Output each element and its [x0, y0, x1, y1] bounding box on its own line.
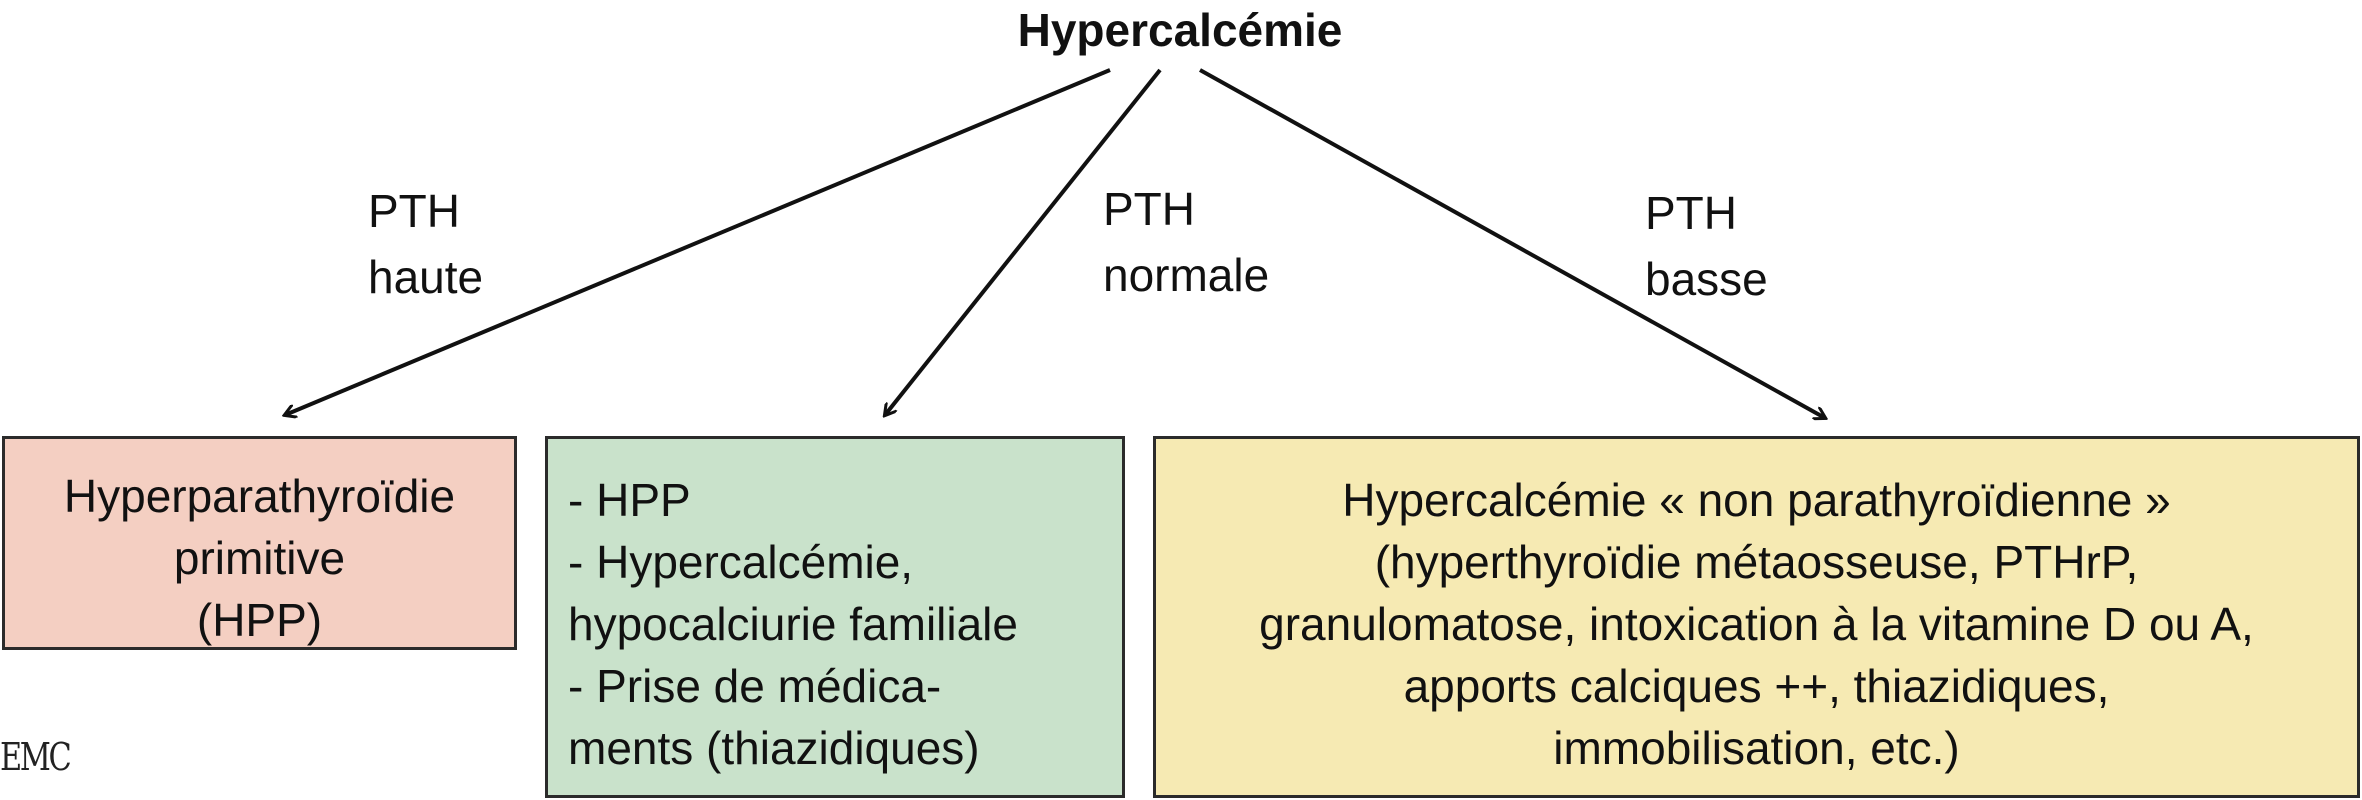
- label-pth-basse: PTH basse: [1645, 180, 1768, 312]
- label-pth-normale: PTH normale: [1103, 176, 1269, 308]
- box-mid-line-5: ments (thiazidiques): [568, 722, 980, 774]
- box-right-line-1: Hypercalcémie « non parathyroïdienne »: [1342, 474, 2171, 526]
- box-mid-line-2: - Hypercalcémie,: [568, 536, 914, 588]
- arrow-pth-haute: [285, 68, 1111, 415]
- label-pth-basse-line-1: PTH: [1645, 187, 1737, 239]
- label-pth-normale-line-1: PTH: [1103, 183, 1195, 235]
- label-pth-normale-line-2: normale: [1103, 249, 1270, 301]
- box-left-line-3: (HPP): [196, 594, 323, 646]
- box-mid-line-4: - Prise de médica-: [568, 660, 942, 712]
- box-right-line-5: immobilisation, etc.): [1553, 722, 1960, 774]
- root-node-title: Hypercalcémie: [1017, 4, 1343, 56]
- label-pth-haute-line-2: haute: [368, 251, 484, 303]
- box-left-text: Hyperparathyroïdie primitive (HPP): [64, 465, 455, 651]
- box-left-line-1: Hyperparathyroïdie: [63, 470, 456, 522]
- emc-logo: EMC: [0, 735, 72, 779]
- arrow-pth-normale: [885, 68, 1162, 415]
- box-right-text: Hypercalcémie « non parathyroïdienne » (…: [1259, 469, 2254, 779]
- arrow-pth-basse: [1199, 68, 1825, 418]
- box-pth-normale-causes: - HPP - Hypercalcémie, hypocalciurie fam…: [545, 436, 1125, 798]
- label-pth-basse-line-2: basse: [1645, 253, 1768, 305]
- box-right-line-2: (hyperthyroïdie métaosseuse, PTHrP,: [1374, 536, 2139, 588]
- box-hypercalcemie-non-parathyroidienne: Hypercalcémie « non parathyroïdienne » (…: [1153, 436, 2360, 798]
- label-pth-haute-line-1: PTH: [368, 185, 460, 237]
- label-pth-haute: PTH haute: [368, 178, 483, 310]
- box-mid-line-3: hypocalciurie familiale: [568, 598, 1018, 650]
- box-hyperparathyroidie-primitive: Hyperparathyroïdie primitive (HPP): [2, 436, 517, 650]
- box-right-line-3: granulomatose, intoxication à la vitamin…: [1259, 598, 2254, 650]
- box-left-line-2: primitive: [173, 532, 346, 584]
- box-right-line-4: apports calciques ++, thiazidiques,: [1403, 660, 2110, 712]
- box-mid-line-1: - HPP: [568, 474, 691, 526]
